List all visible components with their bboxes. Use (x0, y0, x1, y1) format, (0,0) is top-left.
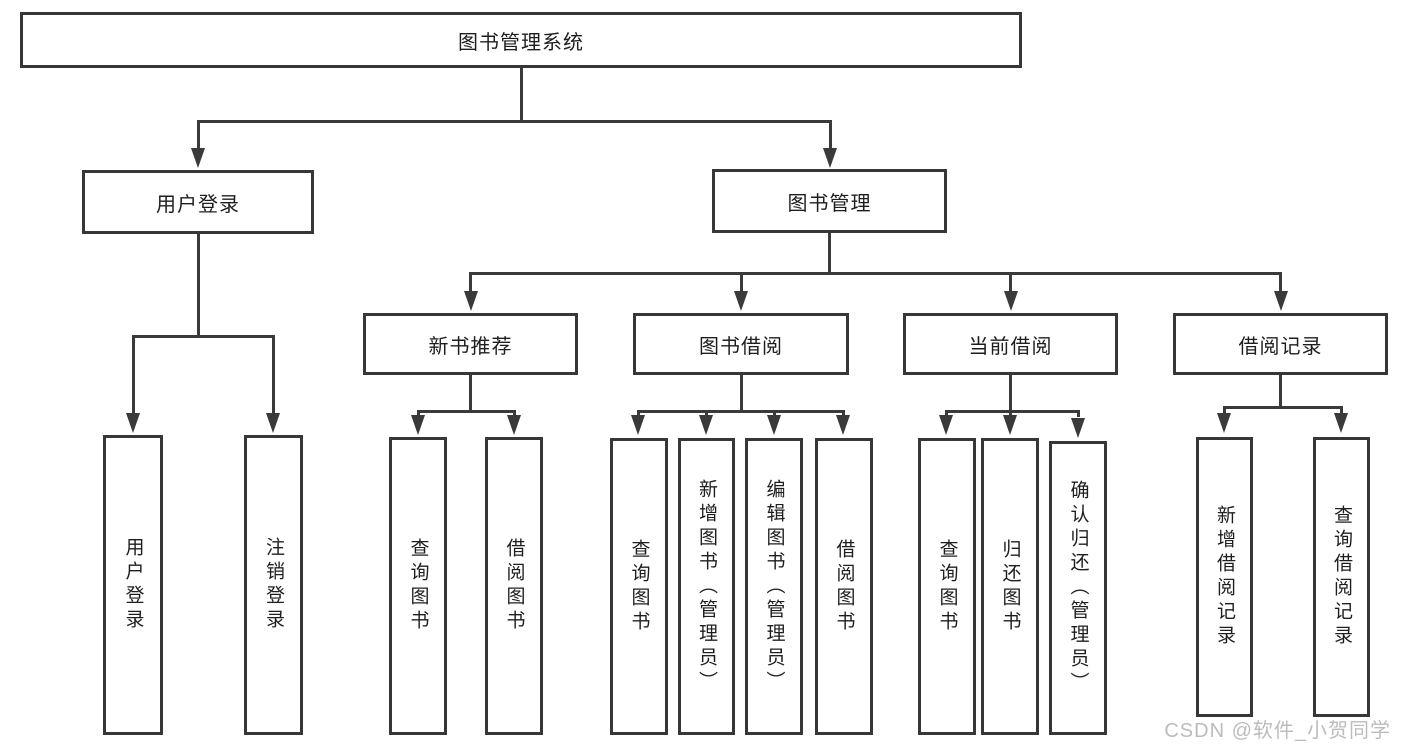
connector-bookmgmt-drop-3 (1009, 272, 1012, 292)
node-root: 图书管理系统 (20, 12, 1022, 68)
connector-current-stem (1009, 375, 1012, 412)
arrowhead-new-book-rec (463, 291, 478, 311)
arrowhead-login-leaf (126, 413, 140, 433)
connector-newbook-drop-1 (416, 410, 420, 417)
connector-records-drop-2 (1339, 406, 1343, 415)
arrowhead-records-leaf-2 (1334, 413, 1348, 433)
connector-borrow-bar (636, 410, 845, 413)
connector-records-bar (1222, 406, 1343, 409)
connector-root-bar (196, 120, 832, 123)
arrowhead-newbook-leaf-1 (411, 415, 425, 435)
node-current-borrow: 当前借阅 (903, 313, 1118, 375)
connector-bookmgmt-drop-1 (469, 272, 472, 292)
arrowhead-borrow-leaf-2 (699, 415, 713, 435)
connector-newbook-drop-2 (512, 410, 516, 417)
csdn-watermark: CSDN @软件_小贺同学 (1164, 720, 1391, 742)
arrowhead-book-mgmt (823, 148, 837, 168)
connector-userlogin-stem (196, 234, 200, 338)
connector-current-drop-2 (1008, 410, 1012, 417)
arrowhead-logout-leaf (266, 413, 280, 433)
connector-bookmgmt-drop-4 (1279, 272, 1282, 292)
leaf-borrow-edit-admin: 编辑图书（管理员） (745, 438, 803, 735)
connector-current-drop-1 (944, 410, 948, 417)
arrowhead-borrow-leaf-1 (631, 415, 645, 435)
arrowhead-current-leaf-1 (939, 415, 953, 435)
connector-root-stem (519, 68, 523, 122)
leaf-newbook-borrow: 借阅图书 (485, 437, 543, 735)
node-book-mgmt: 图书管理 (712, 169, 947, 233)
leaf-newbook-query: 查询图书 (389, 437, 447, 735)
connector-bookmgmt-drop-2 (739, 272, 743, 292)
connector-current-drop-3 (1076, 410, 1080, 417)
leaf-current-return: 归还图书 (981, 438, 1039, 735)
connector-borrow-drop-3 (772, 410, 776, 417)
arrowhead-borrow-records (1273, 291, 1288, 311)
connector-root-drop-left (196, 120, 200, 148)
arrowhead-current-borrow (1003, 291, 1018, 311)
arrowhead-book-borrow (734, 291, 748, 311)
leaf-current-confirm-admin: 确认归还（管理员） (1049, 441, 1107, 735)
arrowhead-records-leaf-1 (1217, 413, 1231, 433)
connector-borrow-drop-1 (636, 410, 640, 417)
arrowhead-current-leaf-2 (1003, 415, 1017, 435)
arrowhead-borrow-leaf-4 (836, 415, 850, 435)
connector-newbook-bar (416, 410, 516, 413)
connector-bookmgmt-stem (828, 233, 831, 274)
leaf-logout: 注销登录 (244, 435, 303, 735)
arrowhead-newbook-leaf-2 (507, 415, 521, 435)
connector-userlogin-drop-1 (131, 335, 135, 413)
leaf-records-query: 查询借阅记录 (1313, 437, 1370, 717)
leaf-records-add: 新增借阅记录 (1196, 437, 1253, 717)
leaf-user-login: 用户登录 (103, 435, 163, 735)
arrowhead-borrow-leaf-3 (767, 415, 781, 435)
node-new-book-rec: 新书推荐 (363, 313, 578, 375)
node-user-login: 用户登录 (82, 170, 314, 234)
connector-current-bar (944, 410, 1080, 413)
arrowhead-user-login (191, 148, 205, 168)
connector-records-drop-1 (1222, 406, 1226, 415)
arrowhead-current-leaf-3 (1071, 418, 1085, 438)
connector-borrow-stem (739, 375, 743, 412)
connector-records-stem (1279, 375, 1282, 409)
connector-root-drop-right (828, 120, 832, 148)
connector-newbook-stem (469, 375, 472, 412)
node-borrow-records: 借阅记录 (1173, 313, 1388, 375)
node-book-borrow: 图书借阅 (633, 313, 849, 375)
leaf-borrow-query: 查询图书 (610, 438, 668, 735)
connector-bookmgmt-bar (468, 272, 1282, 275)
connector-userlogin-drop-2 (271, 335, 275, 413)
leaf-borrow-add-admin: 新增图书（管理员） (678, 438, 735, 735)
connector-borrow-drop-2 (704, 410, 708, 417)
leaf-current-query: 查询图书 (918, 438, 976, 735)
leaf-borrow-book: 借阅图书 (815, 438, 873, 735)
connector-userlogin-bar (131, 335, 275, 338)
connector-borrow-drop-4 (841, 410, 845, 417)
